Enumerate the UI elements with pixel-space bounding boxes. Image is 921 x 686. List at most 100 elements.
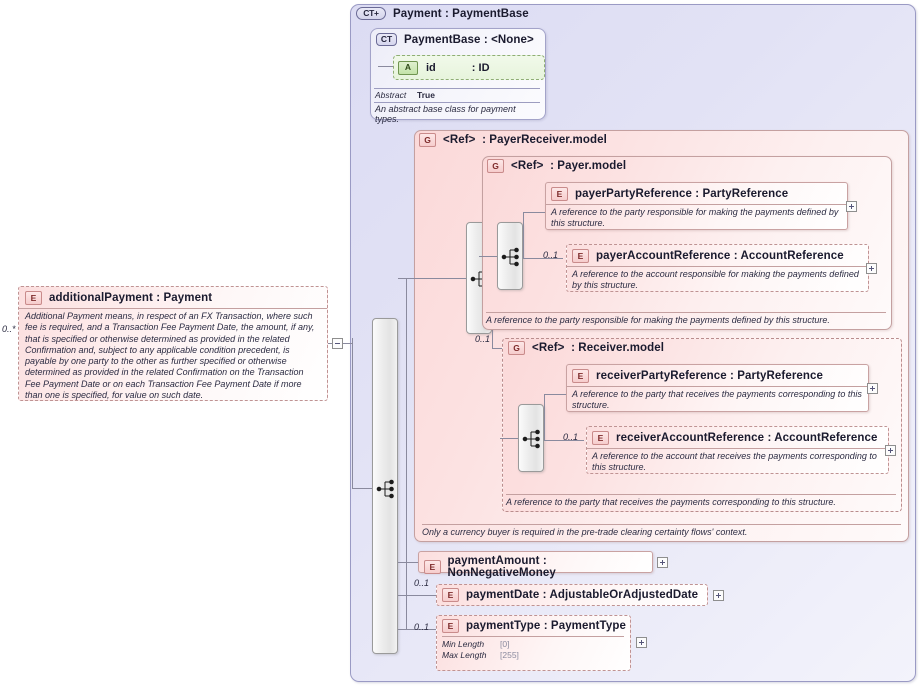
group-ref-icon: G (487, 159, 504, 173)
paymenttype-facets: Min Length [0] Max Length [255] (442, 636, 624, 661)
payment-title-row: CT+ Payment : PaymentBase (356, 7, 529, 20)
element-header: E receiverPartyReference : PartyReferenc… (567, 365, 868, 386)
element-icon: E (572, 369, 589, 383)
branch-line-paymentamount (398, 562, 418, 563)
element-payeraccountreference[interactable]: E payerAccountReference : AccountReferen… (566, 244, 869, 292)
payment-entry-vline (352, 338, 353, 488)
element-header: E payerPartyReference : PartyReference (546, 183, 847, 204)
facet-value: True (417, 90, 435, 100)
seq-out-line-payerparty (523, 212, 545, 213)
element-paymentamount[interactable]: E paymentAmount : NonNegativeMoney (418, 551, 653, 579)
paymentbase-title-label: PaymentBase : <None> (404, 33, 534, 46)
expand-button-payeraccountreference[interactable] (866, 263, 877, 274)
facet-row: Abstract True (374, 89, 540, 101)
element-icon: E (442, 588, 459, 602)
element-label: payerAccountReference : AccountReference (596, 250, 844, 262)
group-receiver-description: A reference to the party that receives t… (506, 494, 896, 508)
branch-line-paymentdate (398, 595, 436, 596)
group-ref-icon: G (508, 341, 525, 355)
element-header: E payerAccountReference : AccountReferen… (567, 245, 868, 266)
expand-button-paymenttype[interactable] (636, 637, 647, 648)
element-icon: E (551, 187, 568, 201)
collapse-button-payment[interactable] (332, 338, 343, 349)
paymentbase-facets: Abstract True An abstract base class for… (374, 88, 540, 124)
cardinality-receiver-group: 0..1 (475, 334, 491, 344)
element-description: A reference to the party that receives t… (567, 386, 868, 414)
expand-button-payerpartyreference[interactable] (846, 201, 857, 212)
element-label: receiverPartyReference : PartyReference (596, 370, 824, 382)
element-additionalpayment[interactable]: E additionalPayment : Payment Additional… (18, 286, 328, 401)
sequence-icon (376, 479, 394, 499)
expand-button-receiverpartyreference[interactable] (867, 383, 878, 394)
element-label: paymentType : PaymentType (466, 620, 626, 632)
expand-button-receiveraccountreference[interactable] (885, 445, 896, 456)
seq-branch-vline-payer (523, 212, 524, 258)
seq-in-line-payerreceiver (446, 278, 466, 279)
group-payerreceiver-label: <Ref> : PayerReceiver.model (443, 134, 607, 146)
sequence-connector-payment[interactable] (372, 318, 398, 654)
facet-key: Min Length (442, 639, 485, 649)
element-receiverpartyreference[interactable]: E receiverPartyReference : PartyReferenc… (566, 364, 869, 412)
attribute-connector-line (378, 66, 393, 67)
group-receiver-title-row: G <Ref> : Receiver.model (508, 341, 664, 355)
branch-line-paymenttype (398, 629, 436, 630)
element-paymenttype[interactable]: E paymentType : PaymentType Min Length [… (436, 615, 631, 671)
attribute-id-type: : ID (471, 61, 490, 74)
complex-type-icon: CT (376, 33, 397, 46)
facet-key: Max Length (442, 650, 487, 660)
seq-in-line-payer (479, 256, 497, 257)
group-payerreceiver-description: Only a currency buyer is required in the… (422, 524, 901, 538)
group-payer-description: A reference to the party responsible for… (486, 312, 886, 326)
expand-button-paymentdate[interactable] (713, 590, 724, 601)
group-receiver-label: <Ref> : Receiver.model (532, 342, 665, 354)
element-icon: E (424, 560, 441, 574)
element-label: paymentDate : AdjustableOrAdjustedDate (466, 589, 699, 601)
element-header: E paymentDate : AdjustableOrAdjustedDate (437, 585, 707, 605)
group-payer-title-row: G <Ref> : Payer.model (487, 159, 626, 173)
facet-row: Max Length [255] (442, 650, 624, 661)
element-label: receiverAccountReference : AccountRefere… (616, 432, 878, 444)
paymentbase-description: An abstract base class for payment types… (374, 102, 540, 124)
seq-branch-vline-payment (406, 278, 407, 629)
attribute-icon: A (398, 60, 418, 75)
link-line-left (328, 343, 333, 344)
sequence-connector-payer[interactable] (497, 222, 523, 290)
attribute-id-box[interactable]: A id : ID (393, 55, 545, 80)
link-line-right (343, 343, 352, 344)
facet-value: [255] (500, 650, 519, 660)
group-payerreceiver-title-row: G <Ref> : PayerReceiver.model (419, 133, 607, 147)
sequence-connector-receiver[interactable] (518, 404, 544, 472)
cardinality-receiveraccountreference: 0..1 (563, 432, 579, 442)
element-payerpartyreference[interactable]: E payerPartyReference : PartyReference A… (545, 182, 848, 230)
seq-out-line-receiveraccount (544, 440, 584, 441)
element-paymentdate[interactable]: E paymentDate : AdjustableOrAdjustedDate (436, 584, 708, 606)
facet-value: [0] (500, 639, 510, 649)
sequence-icon (522, 429, 540, 449)
seq-out-line-receiverparty (544, 394, 566, 395)
element-description: A reference to the account that receives… (587, 448, 888, 476)
cardinality-payeraccountreference: 0..1 (543, 250, 559, 260)
facet-key: Abstract (375, 90, 407, 100)
element-header: E receiverAccountReference : AccountRefe… (587, 427, 888, 448)
attribute-id-row: A id : ID (396, 58, 542, 77)
element-description: A reference to the account responsible f… (567, 266, 868, 294)
branch-line-payerreceiver (398, 278, 446, 279)
complex-type-expandable-icon[interactable]: CT+ (356, 7, 386, 20)
element-icon: E (442, 619, 459, 633)
complex-type-paymentbase-panel: A id : ID (370, 28, 546, 120)
facet-row: Min Length [0] (442, 639, 624, 650)
element-icon: E (25, 291, 42, 305)
seq-branch-vline-receiver (544, 394, 545, 440)
cardinality-additionalpayment: 0..* (2, 324, 16, 334)
paymentbase-title-row: CT PaymentBase : <None> (376, 33, 534, 46)
element-receiveraccountreference[interactable]: E receiverAccountReference : AccountRefe… (586, 426, 889, 474)
cardinality-paymenttype: 0..1 (414, 622, 430, 632)
expand-button-paymentamount[interactable] (657, 557, 668, 568)
group-ref-icon: G (419, 133, 436, 147)
cardinality-paymentdate: 0..1 (414, 578, 430, 588)
element-label: additionalPayment : Payment (49, 292, 213, 304)
payment-title-label: Payment : PaymentBase (393, 7, 529, 20)
seq-in-line-receiver (500, 438, 518, 439)
seq-out-line-payeraccount (523, 258, 563, 259)
